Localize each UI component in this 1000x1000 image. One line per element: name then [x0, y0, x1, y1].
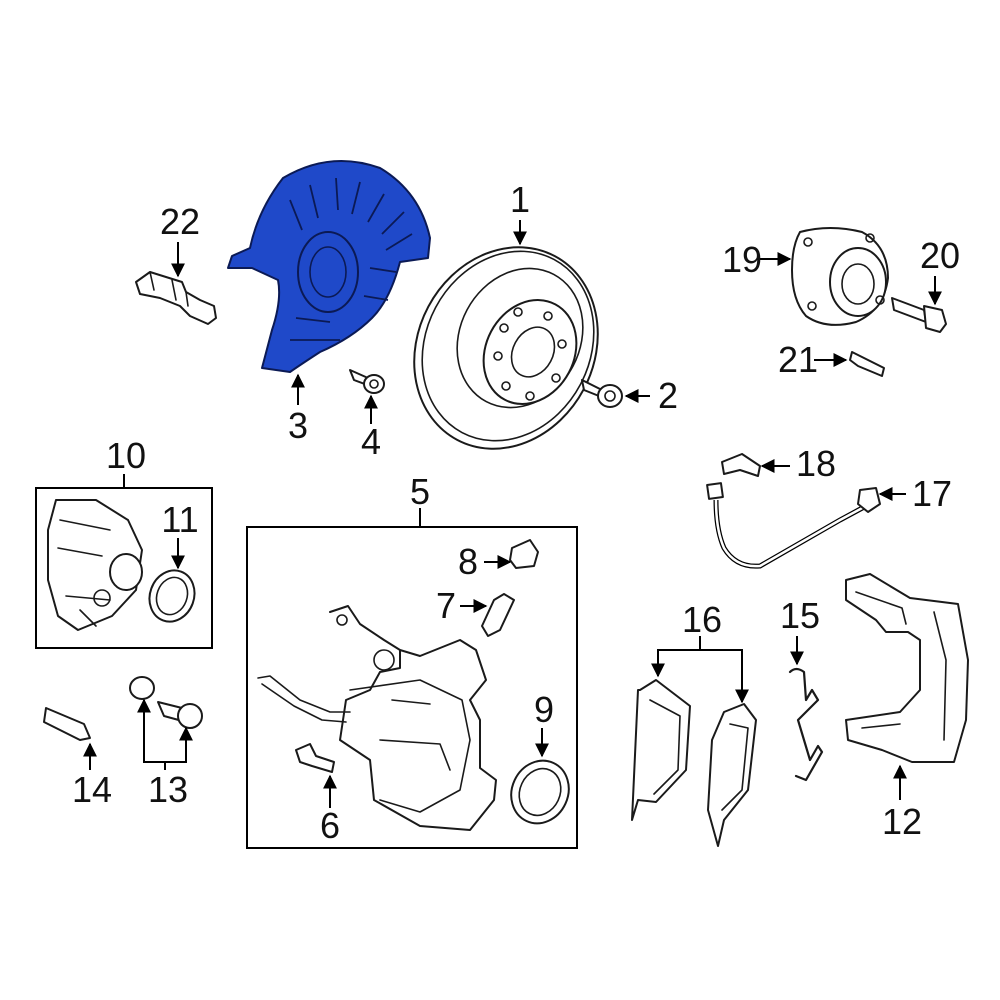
callout-11: 11: [161, 499, 198, 540]
callout-17: 17: [912, 473, 952, 514]
caliper-group-box: [246, 526, 578, 849]
callout-13: 13: [148, 769, 188, 810]
callout-19: 19: [722, 239, 762, 280]
callout-14: 14: [72, 769, 112, 810]
shield-screw-part[interactable]: [349, 369, 385, 394]
callout-22: 22: [160, 201, 200, 242]
caliper-bracket-part[interactable]: [845, 573, 969, 763]
callout-3: 3: [288, 405, 308, 446]
callout-labels: 1 2 3 4 5 6 7 8 9 10 11 12 13 14 15 16 1…: [72, 179, 960, 846]
bleeder-cap-part[interactable]: [509, 539, 539, 569]
callout-18: 18: [796, 443, 836, 484]
caliper-part[interactable]: [257, 605, 497, 831]
callout-7: 7: [436, 585, 456, 626]
seal-ring-part[interactable]: [142, 564, 201, 628]
callout-12: 12: [882, 801, 922, 842]
leader-lines: [83, 220, 942, 808]
hub-bolt-part[interactable]: [891, 297, 947, 333]
guide-pin-part[interactable]: [43, 707, 91, 741]
callout-6: 6: [320, 805, 340, 846]
rotor-screw-part[interactable]: [581, 379, 623, 408]
brake-pad-outer-part[interactable]: [707, 703, 757, 847]
callout-1: 1: [510, 179, 530, 220]
guide-bolt-part[interactable]: [295, 743, 335, 773]
callout-10: 10: [106, 435, 146, 476]
callout-8: 8: [458, 541, 478, 582]
brake-hose-part[interactable]: [706, 482, 881, 569]
callout-5: 5: [410, 471, 430, 512]
callout-15: 15: [780, 595, 820, 636]
parking-brake-motor-part[interactable]: [47, 499, 143, 631]
wear-sensor-part[interactable]: [135, 271, 217, 325]
brake-rotor-part[interactable]: [379, 215, 632, 481]
callout-21: 21: [778, 339, 818, 380]
brake-pad-inner-part[interactable]: [631, 679, 691, 821]
small-bolt-part[interactable]: [849, 351, 885, 377]
callout-9: 9: [534, 689, 554, 730]
splash-shield-part[interactable]: [227, 159, 431, 373]
callout-2: 2: [658, 375, 678, 416]
hub-bearing-part[interactable]: [791, 227, 889, 326]
callout-4: 4: [361, 421, 381, 462]
hose-clip-part[interactable]: [721, 453, 761, 477]
bleeder-screw-part[interactable]: [481, 593, 515, 637]
boot-cap-part[interactable]: [129, 676, 155, 700]
callout-20: 20: [920, 235, 960, 276]
piston-seal-part[interactable]: [501, 751, 579, 833]
callout-16: 16: [682, 599, 722, 640]
caliper-bolt-part[interactable]: [157, 701, 203, 729]
anti-rattle-spring-part[interactable]: [788, 667, 824, 782]
